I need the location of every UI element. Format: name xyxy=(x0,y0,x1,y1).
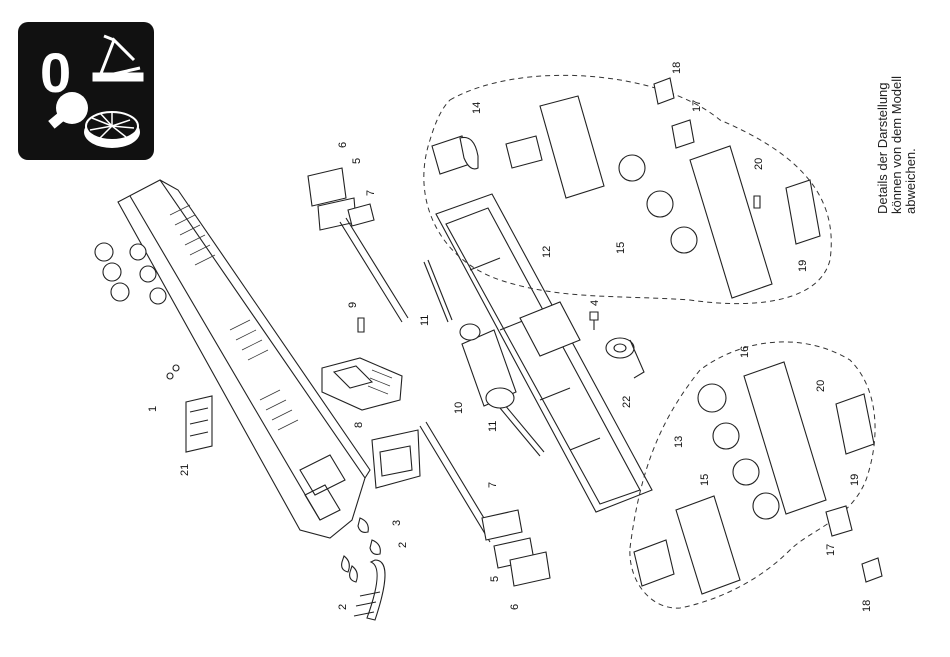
note-line-3: abweichen. xyxy=(903,148,918,214)
label-20: 20 xyxy=(815,380,827,392)
part-1-small-parts xyxy=(167,365,179,379)
label-5: 5 xyxy=(351,158,363,164)
label-15: 15 xyxy=(615,242,627,254)
label-17: 17 xyxy=(825,544,837,556)
disclaimer-note: Details der Darstellung können von dem M… xyxy=(875,76,918,214)
part-4-screw xyxy=(590,312,598,330)
label-20: 20 xyxy=(753,158,765,170)
part-21-steps xyxy=(186,396,212,452)
label-3: 3 xyxy=(391,520,403,526)
label-9: 9 xyxy=(347,302,359,308)
label-18: 18 xyxy=(861,600,873,612)
part-5-6-7-lower-bracket xyxy=(420,422,550,586)
part-22-disc xyxy=(606,338,644,378)
part-8-circuit-board xyxy=(322,318,402,410)
label-13: 13 xyxy=(673,436,685,448)
label-19: 19 xyxy=(797,260,809,272)
note-line-1: Details der Darstellung xyxy=(875,82,890,214)
label-6: 6 xyxy=(337,142,349,148)
note-line-2: können von dem Modell xyxy=(889,76,904,214)
wheel-icon xyxy=(84,112,140,148)
label-8: 8 xyxy=(353,422,365,428)
locomotive-body-shell xyxy=(118,180,370,538)
label-4: 4 xyxy=(589,300,601,306)
label-7: 7 xyxy=(487,482,499,488)
label-5: 5 xyxy=(489,576,501,582)
label-2: 2 xyxy=(397,542,409,548)
label-18: 18 xyxy=(671,62,683,74)
bogie-group-13 xyxy=(630,342,882,608)
label-21: 21 xyxy=(179,464,191,476)
label-22: 22 xyxy=(621,396,633,408)
label-19: 19 xyxy=(849,474,861,486)
label-16: 16 xyxy=(739,346,751,358)
label-15: 15 xyxy=(699,474,711,486)
part-5-6-7-upper-bracket xyxy=(308,168,408,322)
label-2: 2 xyxy=(337,604,349,610)
label-12: 12 xyxy=(541,246,553,258)
label-17: 17 xyxy=(691,100,703,112)
label-11: 11 xyxy=(419,315,431,326)
feature-badge: 0 xyxy=(18,22,154,160)
label-11: 11 xyxy=(487,421,499,432)
label-6: 6 xyxy=(509,604,521,610)
lower-bracket xyxy=(372,430,420,488)
label-1: 1 xyxy=(147,406,159,412)
label-7: 7 xyxy=(365,190,377,196)
label-10: 10 xyxy=(453,402,465,414)
label-14: 14 xyxy=(471,102,483,114)
